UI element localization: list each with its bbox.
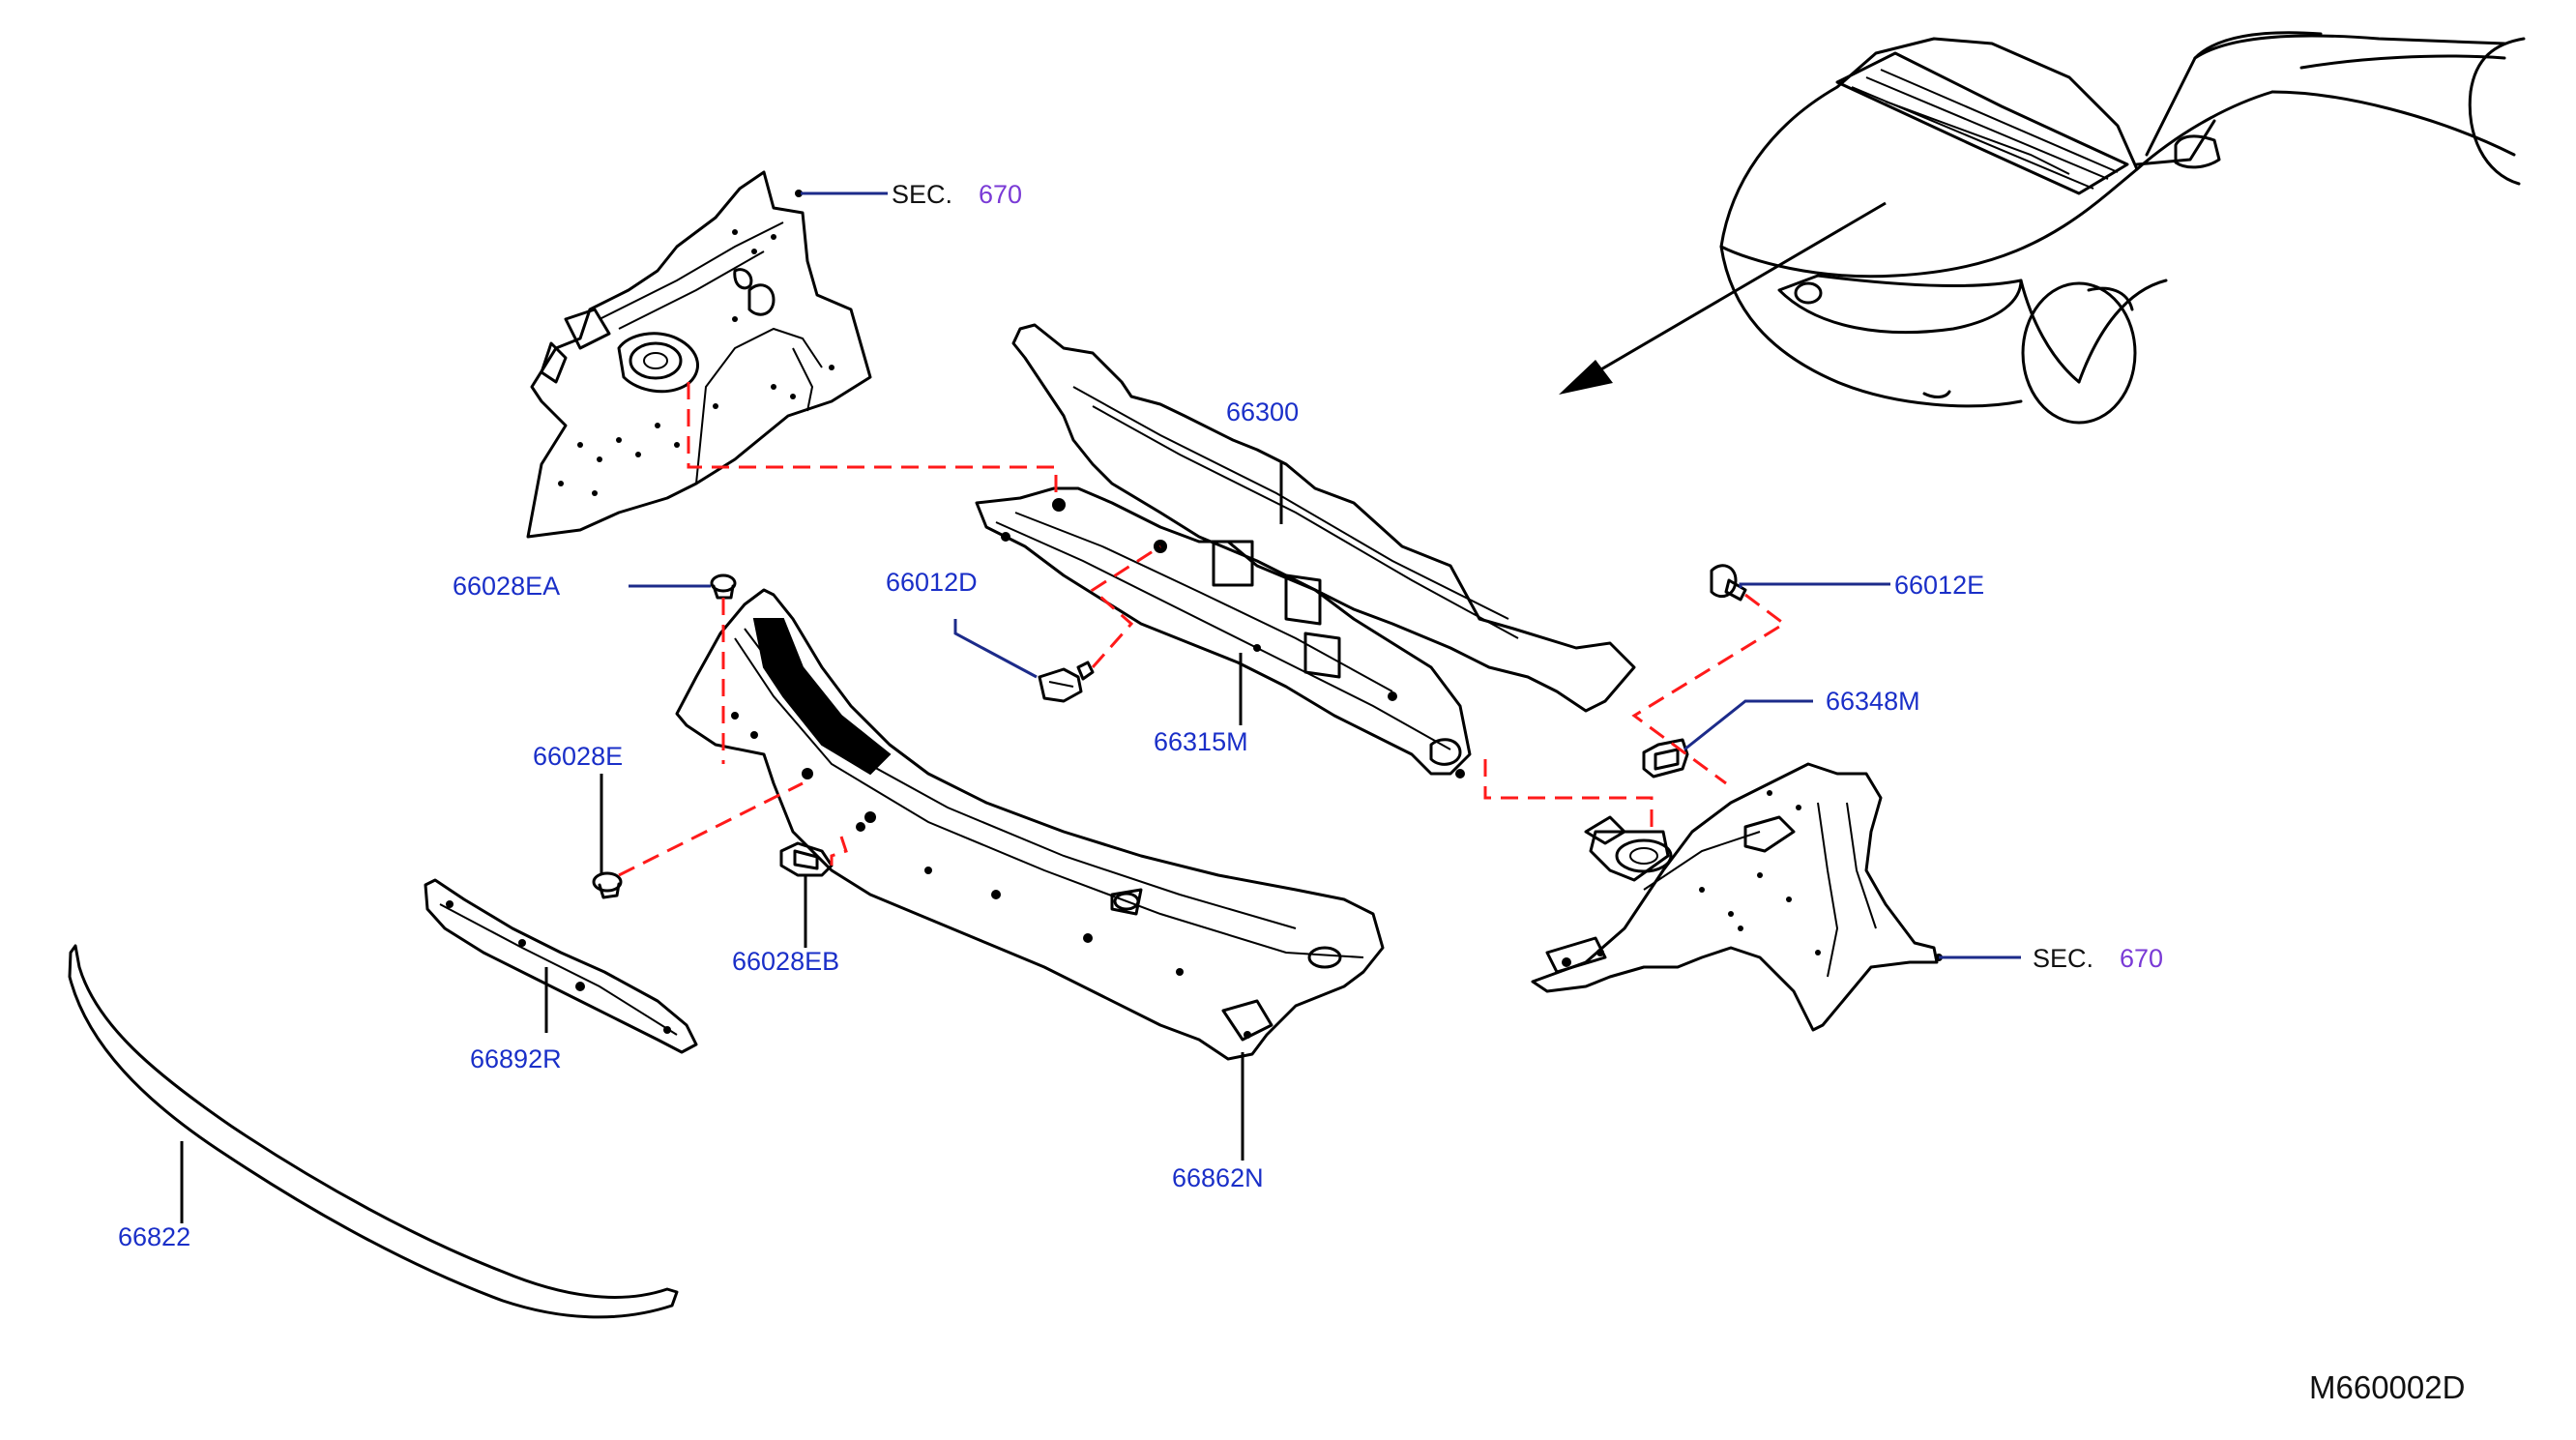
- part-66300-cowl-top-seal: [1011, 323, 1636, 713]
- label-66012E[interactable]: 66012E: [1894, 571, 1984, 600]
- part-66028EB-clip: [779, 841, 834, 877]
- label-66300[interactable]: 66300: [1226, 397, 1299, 426]
- label-66892R[interactable]: 66892R: [470, 1044, 562, 1073]
- sec-ref-bottom-number[interactable]: 670: [2120, 944, 2163, 973]
- right-cowl-side-bracket: [1531, 762, 1943, 1032]
- dashed-connectors: [618, 382, 1787, 877]
- label-66862N[interactable]: 66862N: [1172, 1163, 1264, 1192]
- label-66348M[interactable]: 66348M: [1826, 687, 1920, 716]
- label-66315M[interactable]: 66315M: [1154, 727, 1248, 756]
- diagram-code: M660002D: [2309, 1369, 2465, 1405]
- part-66892R-bracket: [424, 878, 698, 1054]
- part-66028EA-clip: [710, 573, 737, 600]
- sec-ref-top-prefix: SEC.: [892, 180, 952, 209]
- label-66012D[interactable]: 66012D: [886, 568, 978, 597]
- leader-66012E: [1739, 582, 1890, 588]
- part-66348M-bracket: [1642, 738, 1689, 779]
- part-66028E-clip: [592, 871, 623, 899]
- sec-ref-bottom-prefix: SEC.: [2033, 944, 2093, 973]
- part-66012E-clip: [1710, 564, 1747, 602]
- label-66028EB[interactable]: 66028EB: [732, 947, 839, 976]
- part-66315M-cowl-panel: [975, 486, 1472, 779]
- left-cowl-side-bracket: [526, 170, 872, 539]
- part-66862N-cowl-top-cover: [675, 588, 1385, 1061]
- part-66822-seal-strip: [68, 944, 679, 1319]
- leader-66012D: [953, 619, 1038, 679]
- label-66822[interactable]: 66822: [118, 1222, 190, 1251]
- leader-66348M: [1683, 699, 1813, 751]
- label-66028EA[interactable]: 66028EA: [453, 572, 560, 601]
- part-66012D-bolt: [1038, 661, 1095, 703]
- label-66028E[interactable]: 66028E: [533, 742, 623, 771]
- vehicle-locator-illustration: [1559, 31, 2526, 425]
- sec-ref-top-number[interactable]: 670: [979, 180, 1022, 209]
